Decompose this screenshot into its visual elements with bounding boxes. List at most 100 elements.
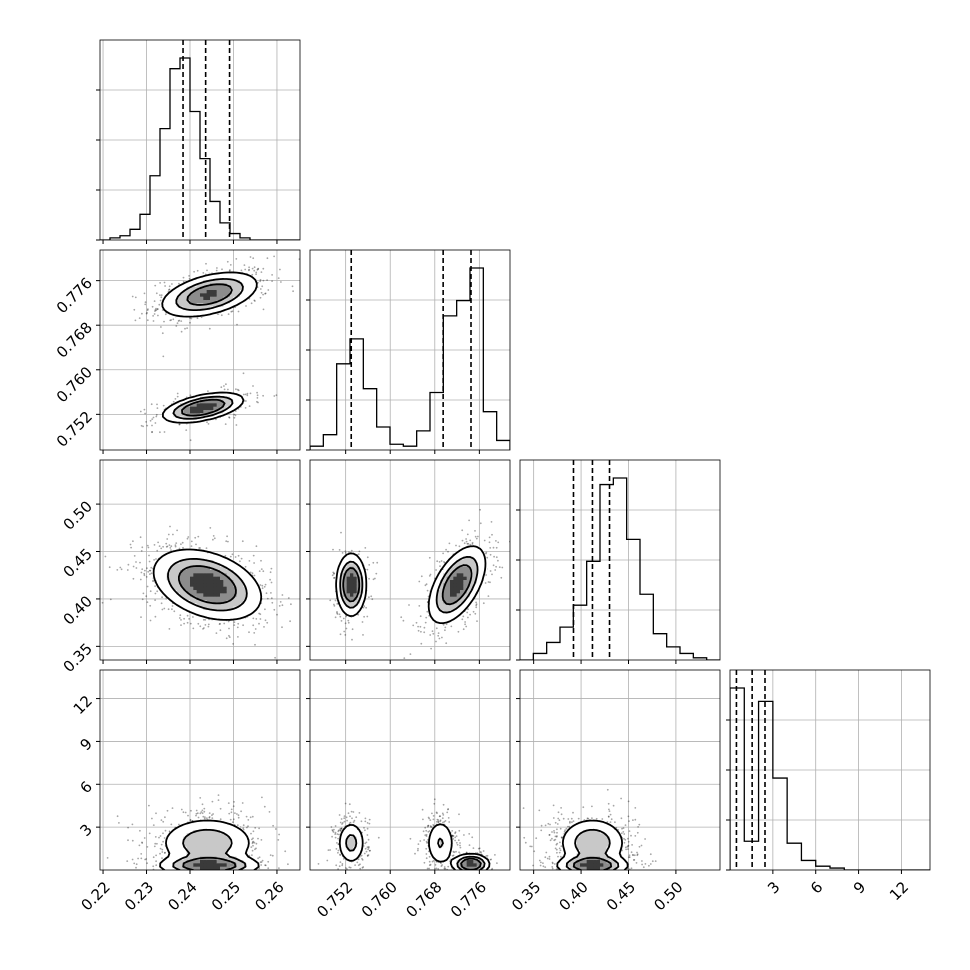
scatter-point xyxy=(363,615,365,618)
density-cell xyxy=(253,593,258,598)
scatter-point xyxy=(258,612,260,615)
scatter-point xyxy=(199,812,202,815)
density-cell xyxy=(233,576,238,581)
scatter-point xyxy=(211,800,214,803)
scatter-point xyxy=(252,844,254,847)
density-cell xyxy=(350,586,354,591)
density-cell xyxy=(350,603,354,608)
scatter-point xyxy=(251,842,254,845)
density-cell xyxy=(193,553,198,558)
density-cell xyxy=(216,290,221,294)
density-cell xyxy=(170,413,174,418)
density-cell xyxy=(470,553,474,558)
density-cell xyxy=(346,593,351,598)
density-cell xyxy=(473,556,478,561)
scatter-point xyxy=(148,804,150,807)
density-cell xyxy=(476,580,481,584)
density-cell xyxy=(220,273,224,278)
density-cell xyxy=(190,583,194,588)
density-cell xyxy=(213,273,218,278)
density-cell xyxy=(476,566,481,571)
density-cell xyxy=(193,586,198,591)
scatter-point xyxy=(173,610,176,613)
scatter-point xyxy=(244,268,247,271)
density-cell xyxy=(233,600,238,604)
density-cell xyxy=(466,566,471,571)
scatter-point xyxy=(475,604,478,607)
density-cell xyxy=(203,310,208,314)
scatter-point xyxy=(154,310,156,312)
density-cell xyxy=(216,600,221,604)
density-cell xyxy=(363,580,368,584)
density-cell xyxy=(173,306,178,311)
scatter-point xyxy=(236,824,239,827)
scatter-point xyxy=(465,538,467,540)
density-cell xyxy=(213,403,218,408)
scatter-point xyxy=(201,809,204,812)
density-cell xyxy=(450,596,454,601)
density-cell xyxy=(206,276,211,281)
scatter-point xyxy=(423,631,426,634)
density-cell xyxy=(216,580,221,584)
density-cell xyxy=(203,400,208,404)
density-cell xyxy=(220,300,224,304)
density-cell xyxy=(230,406,234,411)
scatter-point xyxy=(265,592,268,595)
density-cell xyxy=(356,606,361,611)
density-cell xyxy=(220,296,224,301)
density-cell xyxy=(186,553,191,558)
panel-content xyxy=(100,250,300,450)
scatter-point xyxy=(204,619,207,621)
density-cell xyxy=(460,583,464,588)
scatter-point xyxy=(491,573,493,576)
scatter-point xyxy=(245,305,247,307)
scatter-point xyxy=(437,634,440,637)
density-cell xyxy=(236,580,241,584)
density-cell xyxy=(163,300,168,304)
scatter-point xyxy=(159,294,161,296)
density-cell xyxy=(166,416,171,421)
density-cell xyxy=(450,586,454,591)
panel-content xyxy=(100,670,300,870)
scatter-point xyxy=(249,571,252,574)
scatter-point xyxy=(149,604,152,607)
scatter-point xyxy=(202,815,205,818)
scatter-point xyxy=(152,580,154,583)
scatter-point xyxy=(155,812,157,815)
density-cell xyxy=(456,596,461,601)
density-cell xyxy=(226,610,231,614)
scatter-point xyxy=(138,317,141,319)
density-cell xyxy=(176,556,181,561)
density-cell xyxy=(236,583,241,588)
density-cell xyxy=(200,306,204,311)
density-cell xyxy=(223,286,228,291)
scatter-point xyxy=(256,400,258,403)
density-cell xyxy=(450,556,454,561)
scatter-point xyxy=(345,627,348,630)
density-cell xyxy=(173,586,178,591)
density-cell xyxy=(163,560,168,564)
density-cell xyxy=(206,596,211,601)
density-cell xyxy=(190,396,194,401)
scatter-point xyxy=(202,628,204,630)
scatter-point xyxy=(139,410,142,413)
density-cell xyxy=(166,840,171,844)
density-cell xyxy=(226,606,231,611)
density-cell xyxy=(230,283,234,288)
scatter-point xyxy=(445,548,447,551)
density-cell xyxy=(433,593,438,598)
density-cell xyxy=(456,566,461,571)
density-cell xyxy=(186,603,191,608)
density-cell xyxy=(190,400,194,404)
density-cell xyxy=(166,410,171,414)
density-cell xyxy=(206,560,211,564)
scatter-point xyxy=(143,408,146,411)
density-cell xyxy=(186,306,191,311)
scatter-point xyxy=(168,288,171,291)
density-cell xyxy=(216,606,221,611)
density-cell xyxy=(210,403,214,408)
scatter-point xyxy=(250,832,252,835)
density-cell xyxy=(206,573,211,578)
density-cell xyxy=(220,616,224,621)
scatter-point xyxy=(212,813,215,815)
